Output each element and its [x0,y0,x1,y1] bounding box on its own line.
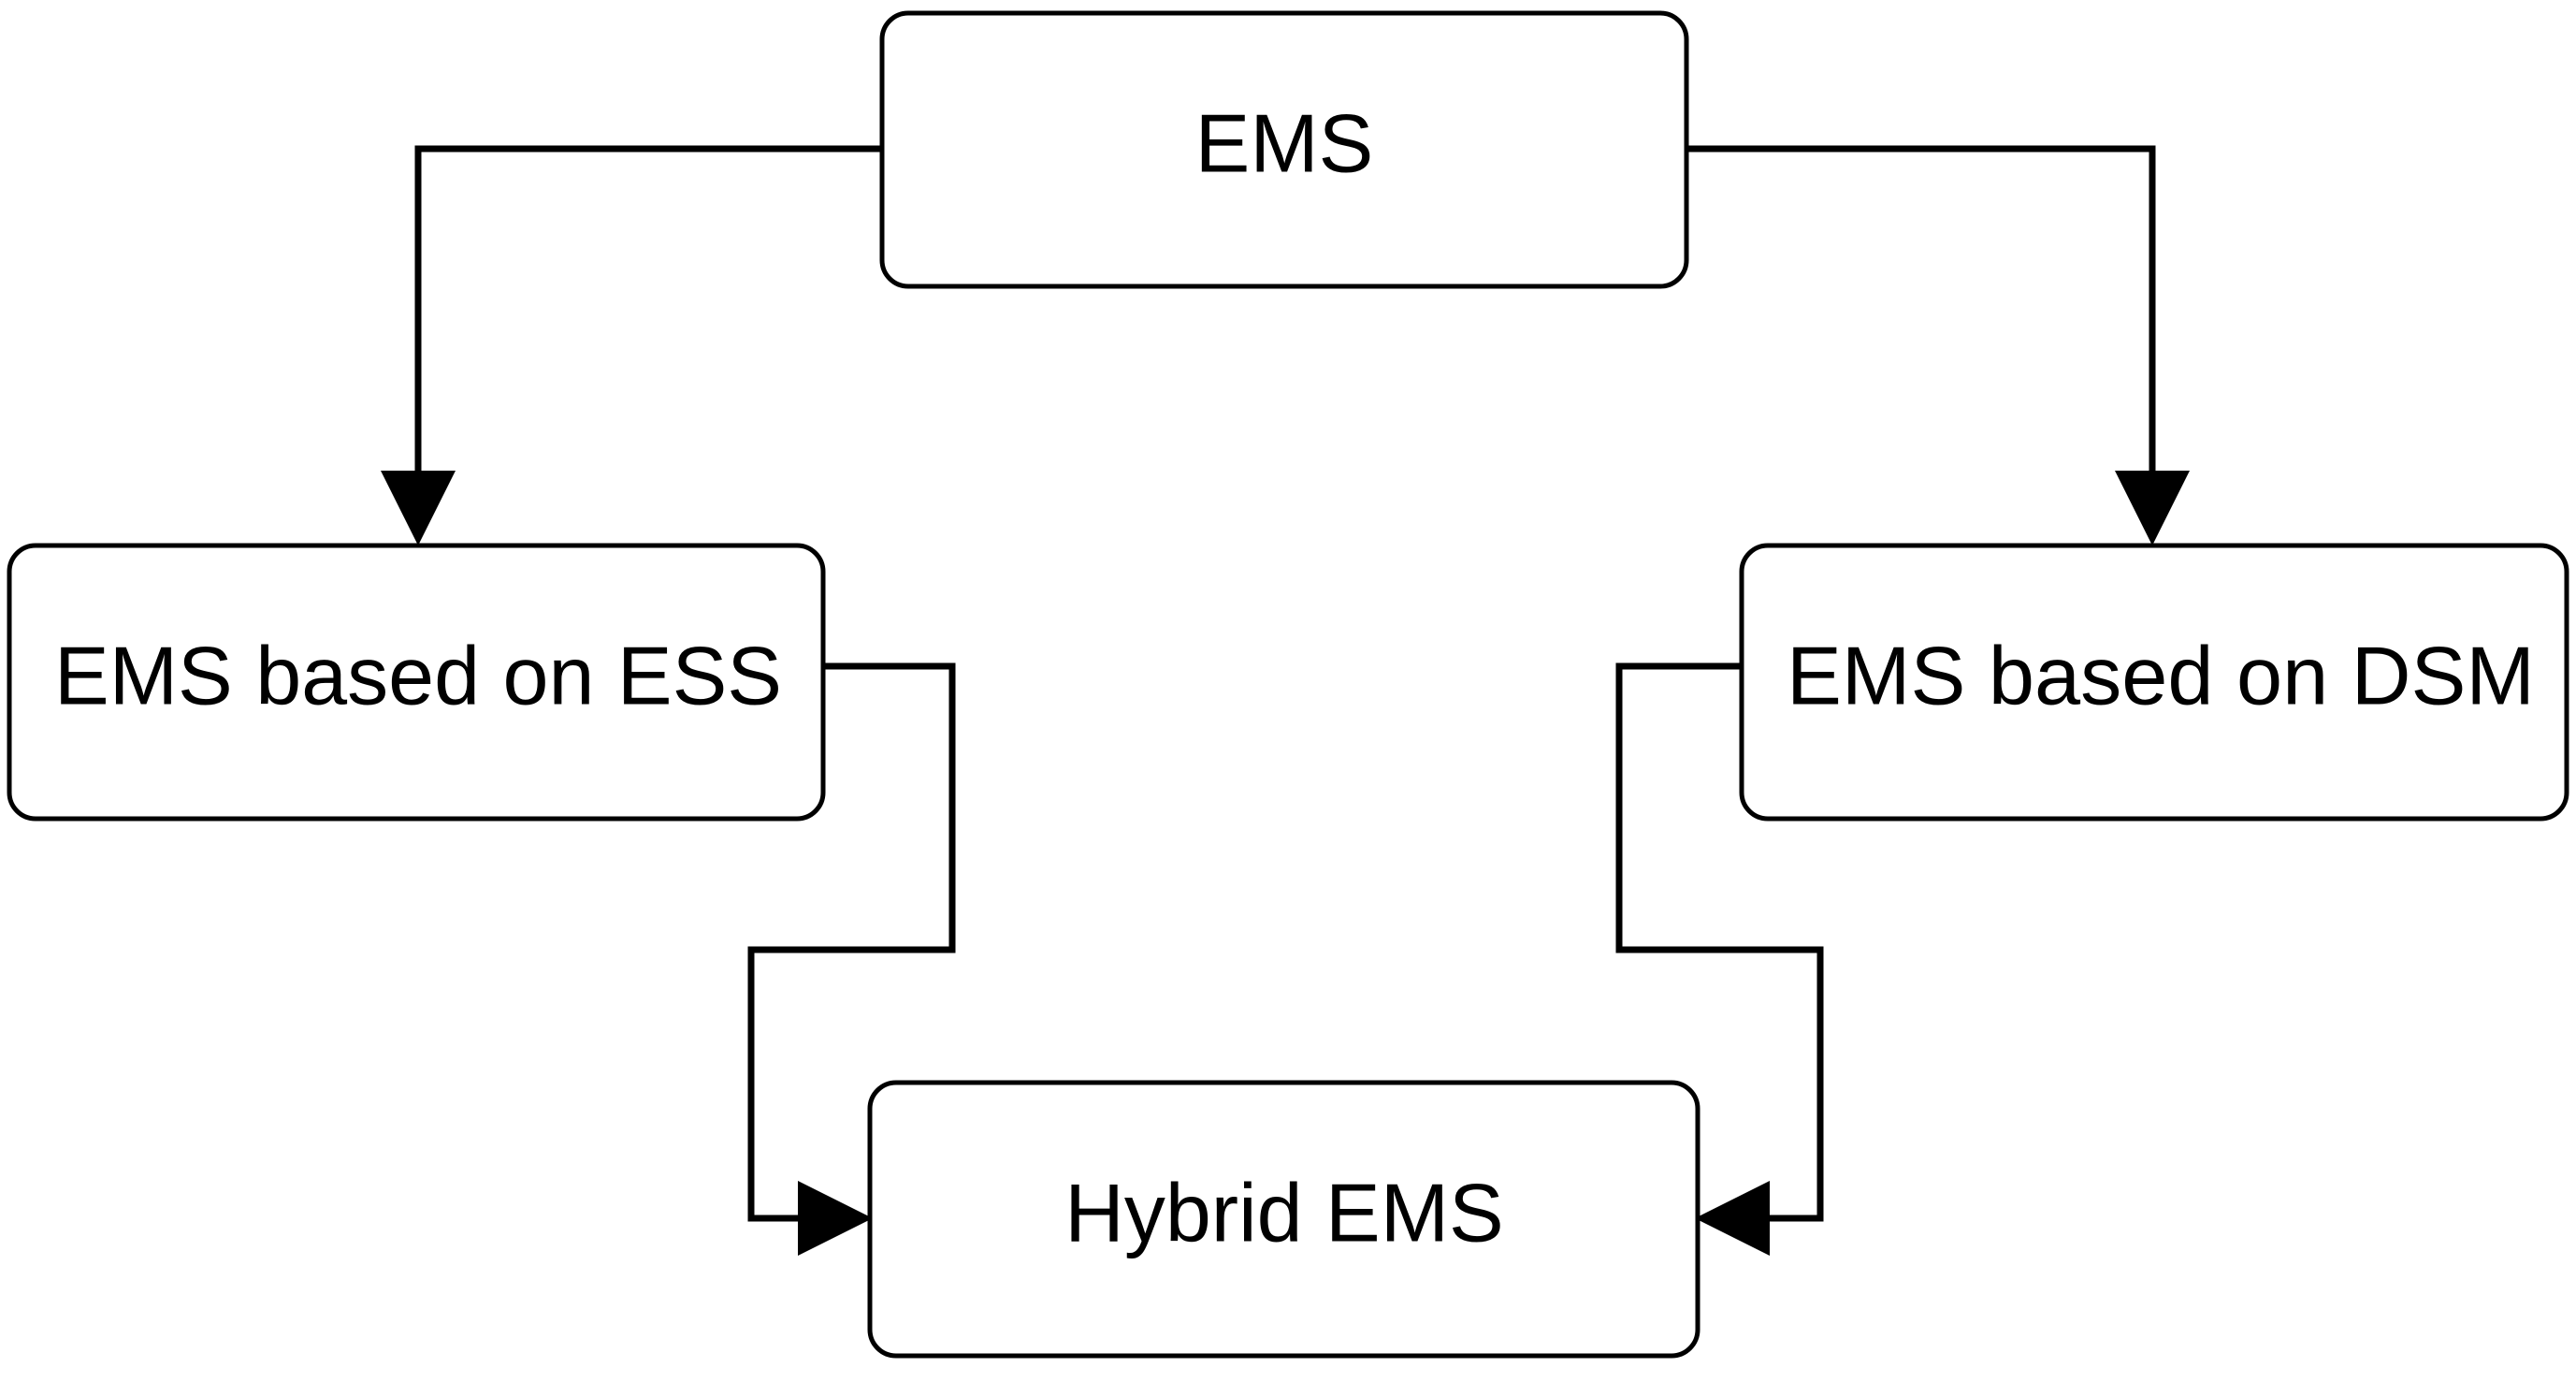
edge-ems-to-ess [414,145,882,520]
node-ems-label: EMS [1195,96,1374,189]
node-hybrid-ems-label: Hybrid EMS [1064,1166,1503,1258]
node-ems-based-on-dsm[interactable]: EMS based on DSM [1739,543,2569,822]
arrowhead-right-hybrid [798,1181,873,1256]
edge-ems-to-dsm [1686,145,2156,520]
node-group: EMS EMS based on ESS EMS based on DSM Hy… [7,10,2569,1359]
arrowhead-left-hybrid [1695,1181,1770,1256]
node-ems-based-on-ess-label: EMS based on ESS [54,629,782,721]
edge-ess-to-hybrid [747,662,956,1222]
edge-group [381,145,2190,1256]
node-ems-based-on-ess[interactable]: EMS based on ESS [7,543,826,822]
node-hybrid-ems-box[interactable] [867,1080,1700,1359]
node-ems[interactable]: EMS [879,10,1689,289]
node-ems-based-on-dsm-box[interactable] [1739,543,2569,822]
node-ems-box[interactable] [879,10,1689,289]
node-ems-based-on-ess-box[interactable] [7,543,826,822]
edge-dsm-to-hybrid [1615,662,1824,1222]
node-ems-based-on-dsm-label: EMS based on DSM [1787,629,2535,721]
node-hybrid-ems[interactable]: Hybrid EMS [867,1080,1700,1359]
arrowhead-down-ess [381,471,456,546]
arrowhead-down-dsm [2115,471,2190,546]
